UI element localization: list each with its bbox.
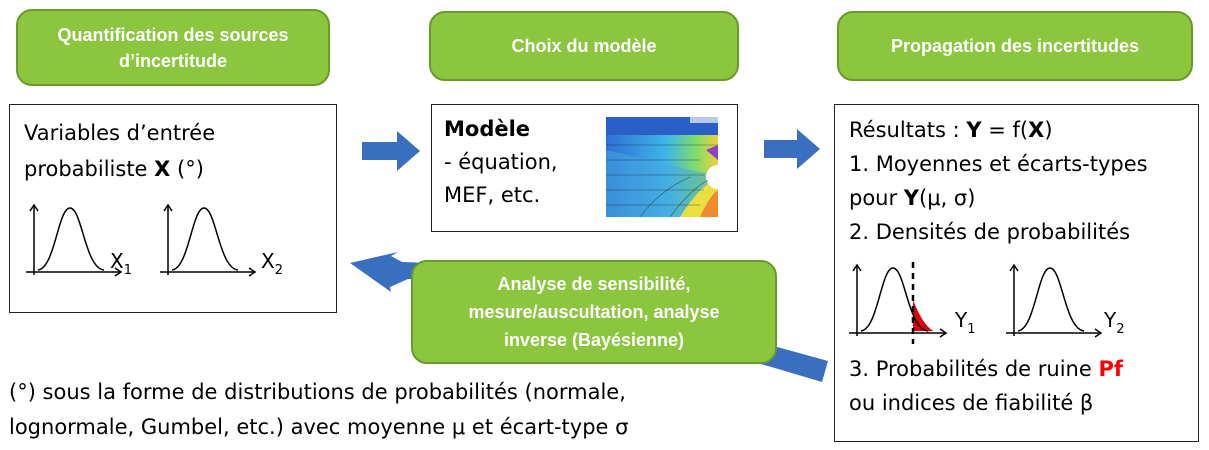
feedback-line1: Analyse de sensibilité, [497,274,691,294]
model-line1: - équation, [444,150,558,174]
arrow-input-to-model [362,131,420,171]
model-title: Modèle [444,117,531,141]
output-distribution-2 [1006,263,1103,338]
model-line2: MEF, etc. [444,183,541,207]
results-line5: 3. Probabilités de ruine Pf [849,357,1123,381]
footnote-line2: lognormale, Gumbel, etc.) avec moyenne μ… [9,415,629,439]
label-x2: X2 [261,249,283,278]
results-line4: 2. Densités de probabilités [849,220,1131,244]
input-variables-box: Variables d’entrée probabiliste X (°) [9,104,337,313]
feedback-analysis-box: Analyse de sensibilité, mesure/auscultat… [411,260,777,364]
stage-model-choice-label: Choix du modèle [511,36,657,56]
stage-propagation: Propagation des incertitudes [837,11,1193,81]
input-variables-line2: probabiliste X (°) [24,157,204,181]
stage-quantification-line2: d’incertitude [118,50,227,71]
input-distribution-1 [26,203,123,277]
fem-model-image [606,117,730,218]
stage-propagation-label: Propagation des incertitudes [890,36,1140,56]
results-line3: pour Y(μ, σ) [849,186,976,210]
feedback-line3: inverse (Bayésienne) [503,330,685,350]
footnote-line1: (°) sous la forme de distributions de pr… [9,380,626,404]
stage-model-choice: Choix du modèle [429,11,739,81]
label-y2: Y2 [1103,308,1125,337]
output-distribution-1 [849,262,948,344]
arrow-model-to-results [764,129,820,169]
results-line2: 1. Moyennes et écarts-types [849,152,1148,176]
input-distribution-2 [160,203,257,277]
label-y1: Y1 [954,308,976,337]
stage-quantification-line1: Quantification des sources [57,24,289,45]
results-line6: ou indices de fiabilité β [849,391,1094,415]
footnote: (°) sous la forme de distributions de pr… [9,375,809,445]
results-line1: Résultats : Y = f(X) [849,118,1053,142]
feedback-line2: mesure/auscultation, analyse [468,302,720,322]
stage-quantification: Quantification des sources d’incertitude [16,9,330,86]
results-box: Résultats : Y = f(X) 1. Moyennes et écar… [834,104,1199,442]
label-x1: X1 [110,249,132,278]
input-variables-line1: Variables d’entrée [24,121,216,145]
